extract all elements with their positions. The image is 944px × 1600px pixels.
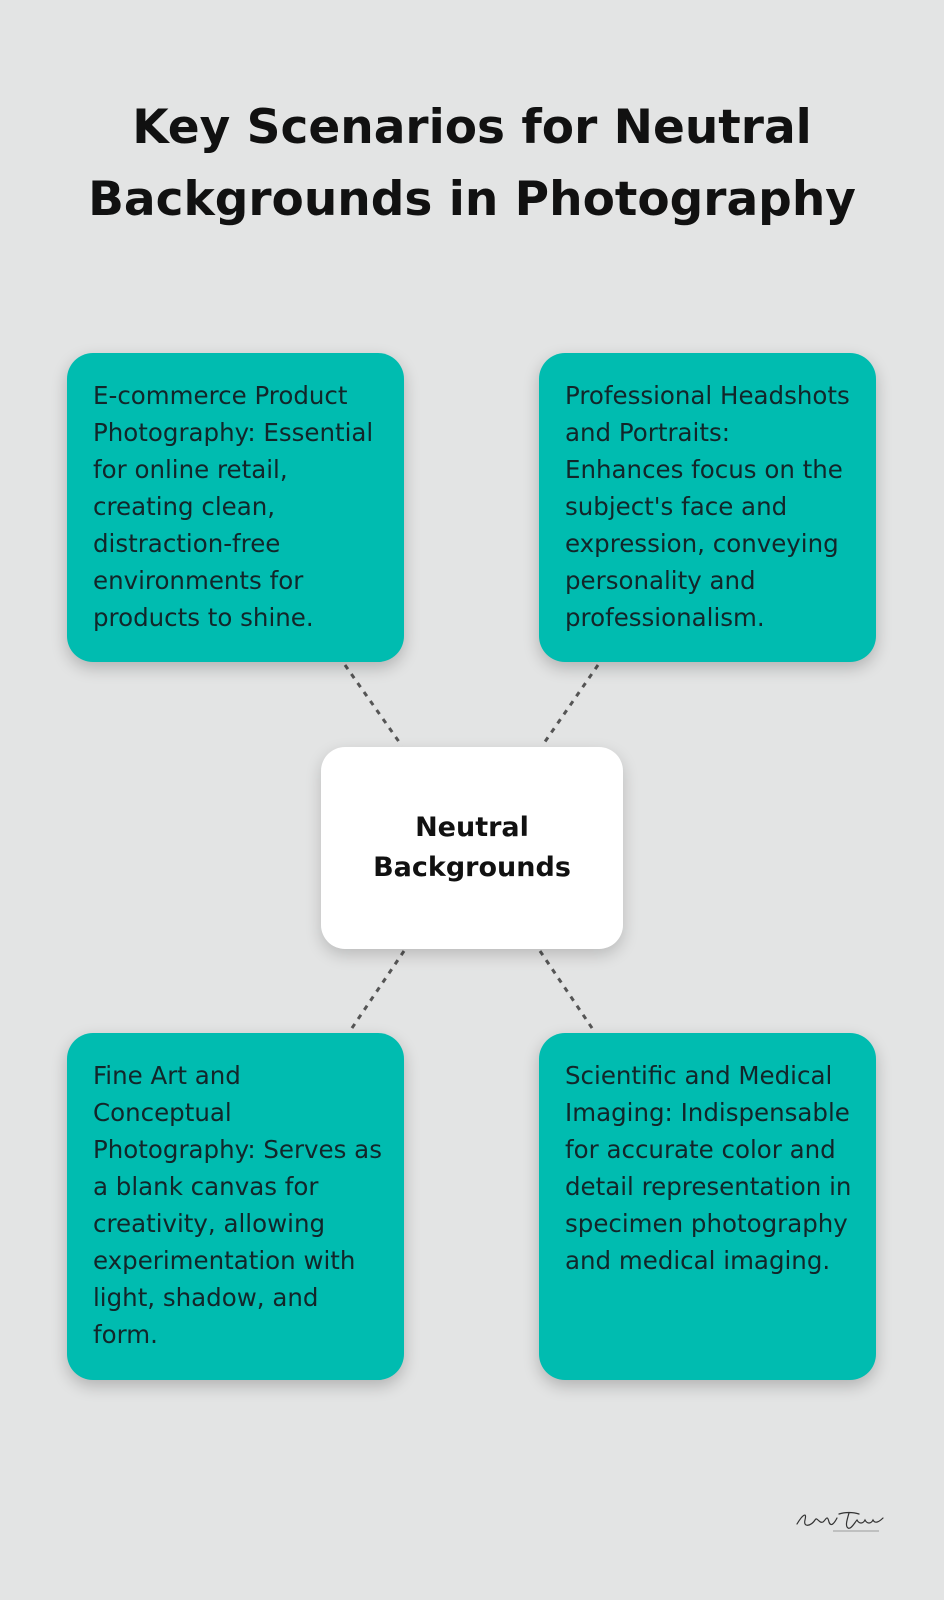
scenario-text: Fine Art and Conceptual Photography: Ser… — [93, 1061, 382, 1349]
connector-line-top-right — [540, 664, 600, 747]
connector-line-bottom-left — [348, 950, 406, 1032]
scenario-text: Professional Headshots and Portraits: En… — [565, 381, 850, 632]
scenario-card-ecommerce: E-commerce Product Photography: Essentia… — [67, 353, 404, 662]
connector-line-top-left — [343, 664, 404, 747]
page-title: Key Scenarios for Neutral Backgrounds in… — [88, 100, 856, 227]
scenario-card-headshots: Professional Headshots and Portraits: En… — [539, 353, 876, 662]
scenario-text: E-commerce Product Photography: Essentia… — [93, 381, 374, 632]
scenario-card-fine-art: Fine Art and Conceptual Photography: Ser… — [67, 1033, 404, 1380]
central-node: Neutral Backgrounds — [321, 747, 623, 949]
signature-logo — [796, 1511, 884, 1532]
scenario-text: Scientific and Medical Imaging: Indispen… — [565, 1061, 852, 1275]
connector-line-bottom-right — [538, 950, 596, 1032]
central-node-label: Neutral Backgrounds — [373, 812, 571, 883]
scenario-card-scientific: Scientific and Medical Imaging: Indispen… — [539, 1033, 876, 1380]
